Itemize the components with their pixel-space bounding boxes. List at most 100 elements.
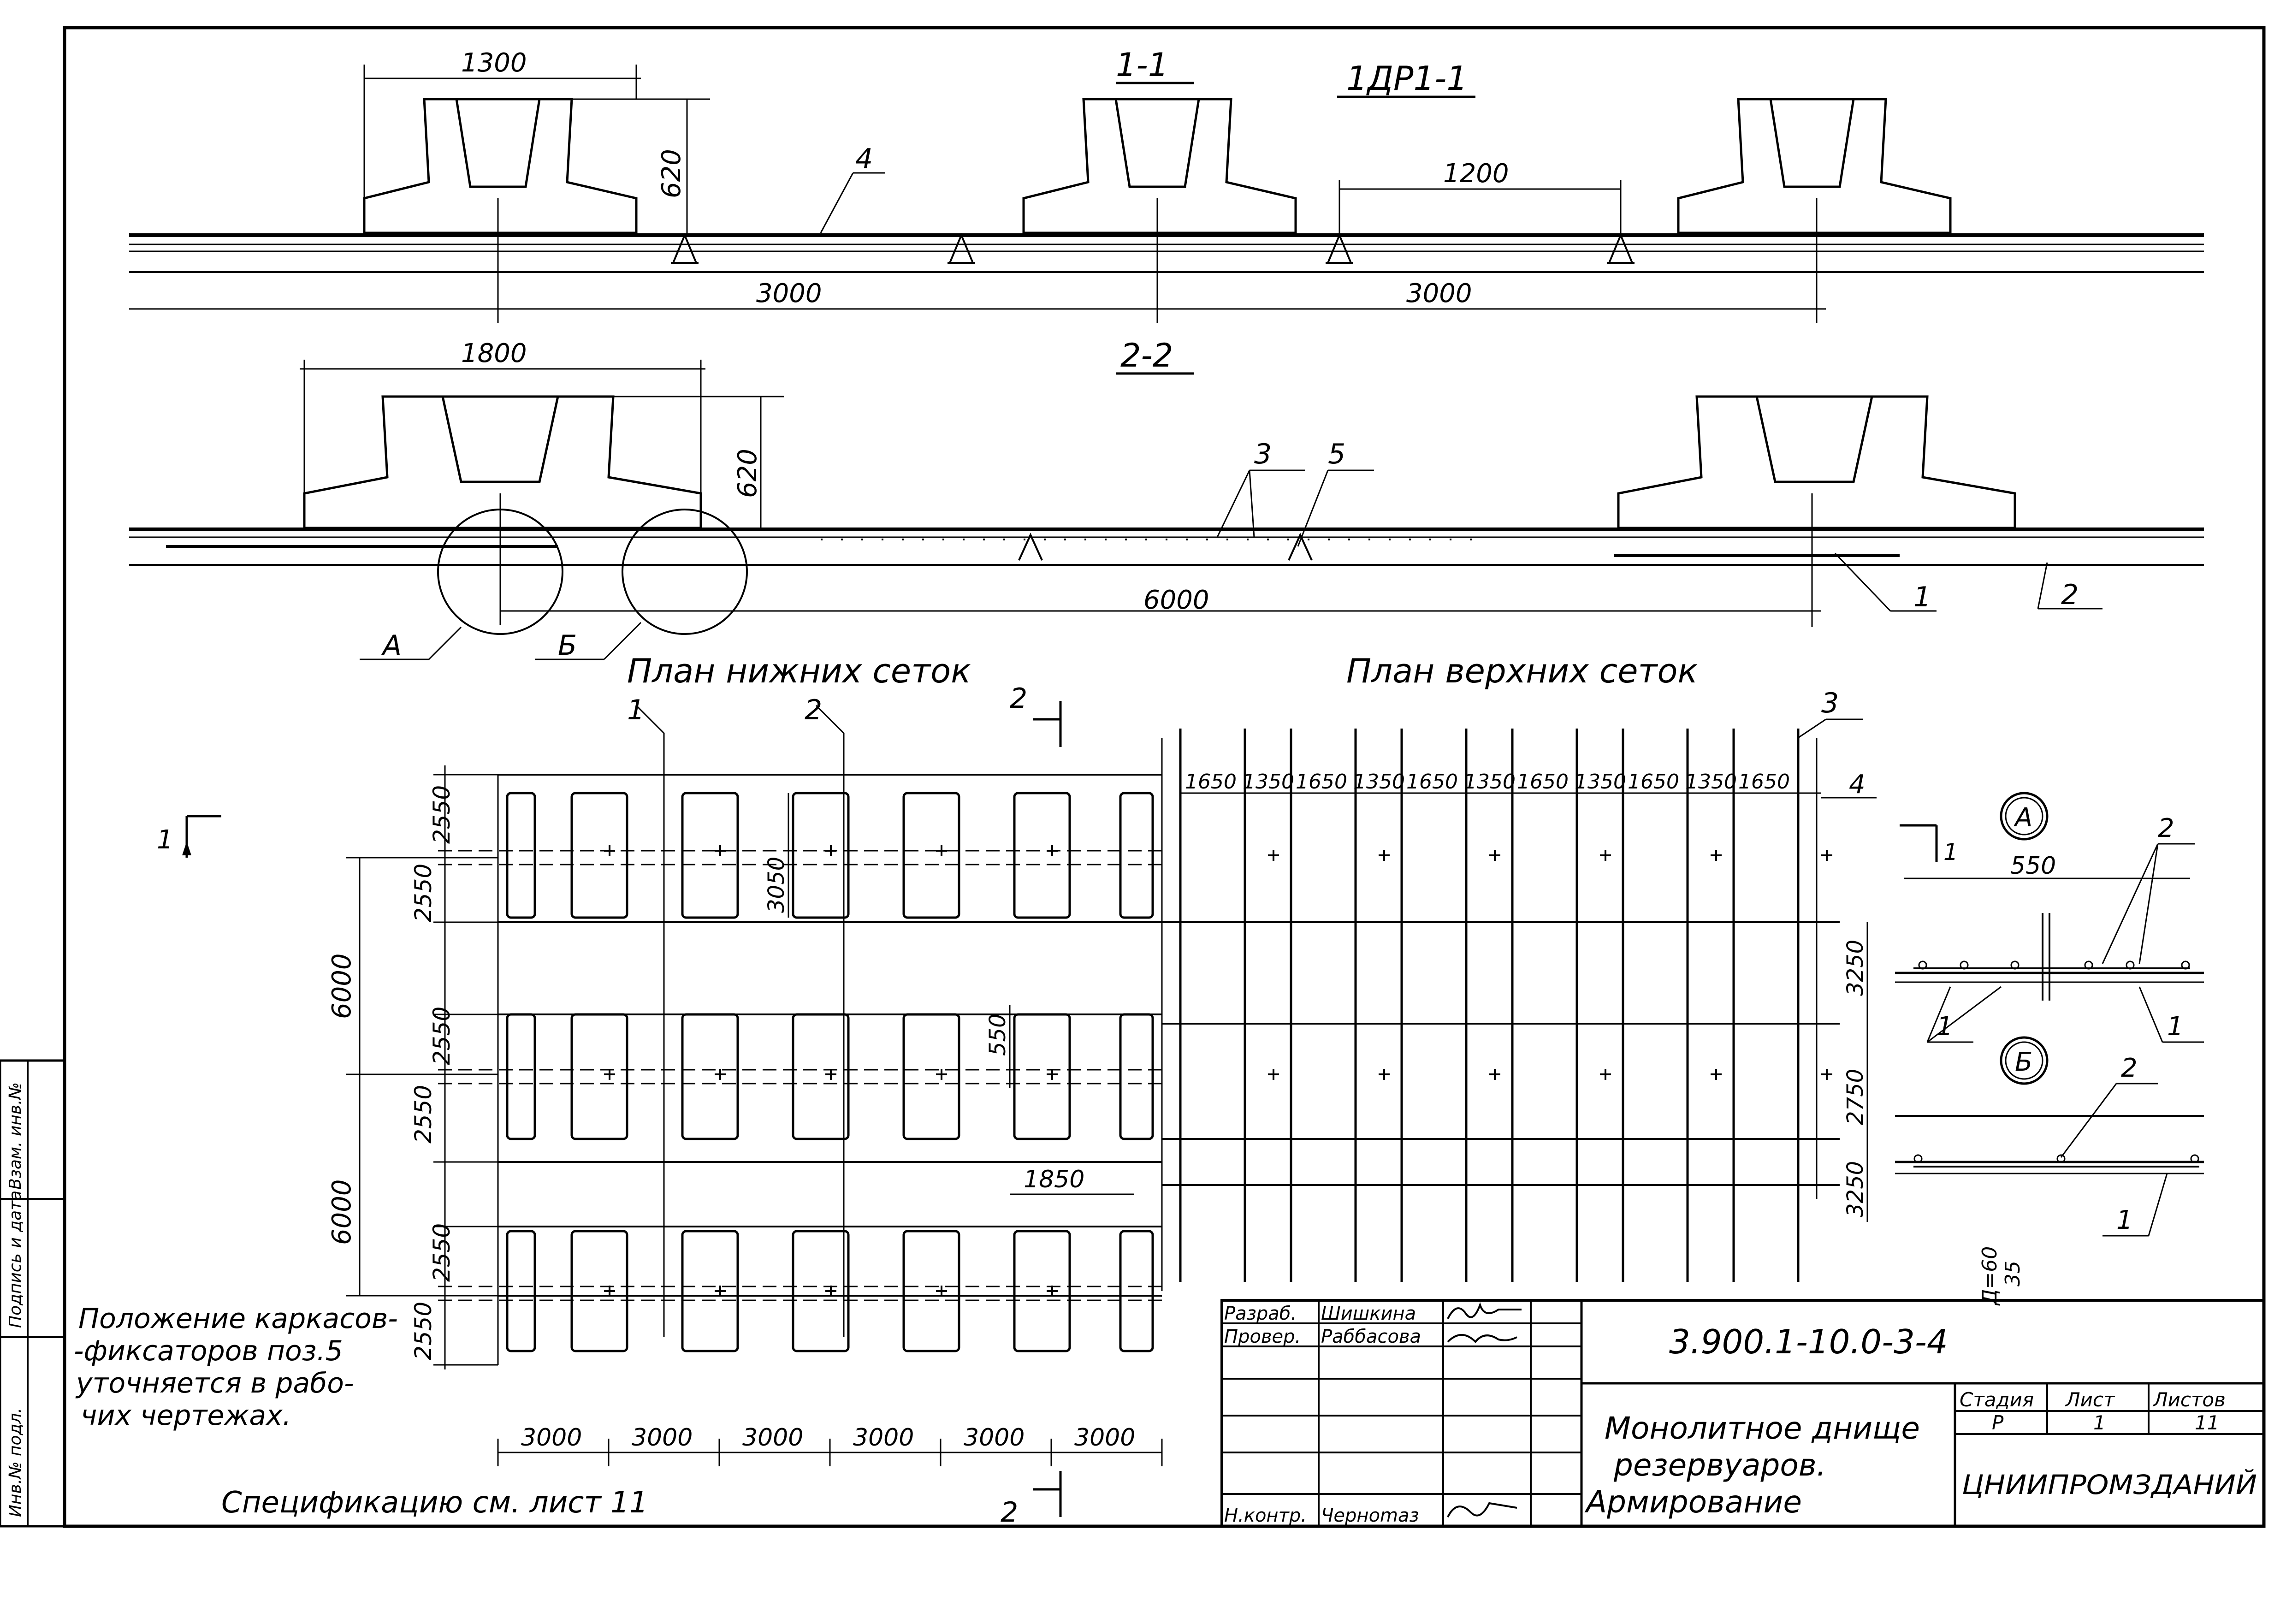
leader-1: 1 [1913, 581, 1931, 613]
strip-dim-1: 1650 [1185, 770, 1237, 794]
strip-dim-7: 1650 [1517, 770, 1569, 794]
col-dim-5: 3000 [964, 1424, 1025, 1452]
tb-stage: Р [1992, 1411, 2004, 1434]
dim-6000: 6000 [1143, 585, 1209, 615]
dim-1300: 1300 [461, 48, 527, 78]
dim-3000-b: 3000 [1406, 279, 1472, 308]
dim-1850: 1850 [1024, 1166, 1084, 1193]
cut-mark-bottom: 2 [1001, 1496, 1018, 1529]
col-dim-4: 3000 [853, 1424, 914, 1452]
cut-mark-top: 2 [1010, 682, 1027, 715]
strip-dim-2: 1350 [1243, 770, 1294, 794]
tb-org: ЦНИИПРОМЗДАНИЙ [1962, 1469, 2257, 1500]
strip-dim-11: 1650 [1738, 770, 1790, 794]
col-dim-6: 3000 [1074, 1424, 1135, 1452]
row-dim-3: 2550 [428, 1007, 455, 1065]
lower-mark-1: 1 [627, 694, 645, 726]
signature-2 [1447, 1334, 1517, 1343]
detail-A-section: 1 [1943, 839, 1958, 865]
tb-role-6: Н.контр. [1224, 1505, 1307, 1526]
dim-550-inner: 550 [985, 1014, 1011, 1056]
upper-mark-4: 4 [1849, 770, 1866, 800]
tb-sheet-header: Лист [2065, 1388, 2115, 1411]
row-dim-6: 2550 [410, 1302, 437, 1360]
detail-A-mark-1a: 1 [1937, 1012, 1953, 1042]
stamp-inv-label: Инв.№ подл. [6, 1408, 25, 1517]
row-dim-5: 2550 [428, 1223, 455, 1282]
tb-name-1: Шишкина [1321, 1303, 1416, 1324]
strip-dim-8: 1350 [1575, 770, 1626, 794]
tb-name-line-2: резервуаров. [1613, 1447, 1826, 1483]
lower-mesh-plan: План нижних сеток [157, 652, 1167, 1529]
strip-dim-10: 1350 [1685, 770, 1737, 794]
dim-620-b: 620 [733, 449, 763, 498]
strip-dim-4: 1350 [1353, 770, 1405, 794]
row-dim-2: 2550 [410, 864, 437, 922]
tb-name-6: Черноmaз [1321, 1505, 1419, 1526]
strip-dim-3: 1650 [1296, 770, 1347, 794]
detail-A-label: А [2014, 803, 2032, 833]
title-block: Разраб. Шишкина Провер. Раббасова Н.конт… [1220, 1299, 2265, 1528]
upper-mark-3: 3 [1821, 687, 1839, 719]
lower-plan-title: План нижних сеток [627, 652, 971, 690]
dim-d60: Д=60 [1978, 1246, 2002, 1306]
section-1-1-mark: 1ДР1-1 [1346, 59, 1468, 98]
detail-B-mark-1: 1 [2116, 1205, 2133, 1235]
tb-role-2: Провер. [1224, 1326, 1301, 1347]
detail-B-mark-2: 2 [2121, 1053, 2138, 1083]
tb-name-line-3: Армирование [1584, 1484, 1802, 1520]
section-2-2: 2-2 1800 620 6000 [129, 337, 2204, 662]
dim-6000-v1: 6000 [327, 953, 357, 1019]
dim-1200: 1200 [1443, 159, 1509, 189]
strip-dim-6: 1350 [1464, 770, 1516, 794]
leader-B: Б [558, 629, 577, 662]
detail-A-mark-1b: 1 [2167, 1012, 2184, 1042]
section-mark-1: 1 [157, 825, 173, 855]
detail-B-dim: 35 [2001, 1261, 2025, 1286]
tb-name-line-1: Монолитное днище [1605, 1411, 1920, 1446]
stamp-replace-label: Взам. инв.№ [6, 1082, 25, 1190]
dim-3250-a: 3250 [1842, 940, 1868, 996]
dim-620-a: 620 [657, 149, 687, 198]
upper-mesh-plan: План верхних сеток [1161, 652, 1877, 1291]
note-line-4: чих чертежах. [81, 1399, 291, 1432]
leader-2: 2 [2061, 579, 2079, 611]
signature-1 [1447, 1302, 1522, 1319]
stamp-sign-label: Подпись и дата [6, 1191, 25, 1328]
lower-mark-2: 2 [805, 694, 822, 726]
note-line-1: Положение каркасов- [78, 1303, 398, 1335]
row-dim-1: 2550 [428, 785, 455, 844]
dim-3000-a: 3000 [756, 279, 822, 308]
row-dim-4: 2550 [410, 1085, 437, 1144]
dim-3050: 3050 [764, 857, 789, 913]
col-dim-3: 3000 [742, 1424, 803, 1452]
col-dim-1: 3000 [521, 1424, 582, 1452]
tb-code: 3.900.1-10.0-3-4 [1669, 1322, 1948, 1361]
tb-stage-header: Стадия [1960, 1388, 2034, 1411]
note-line-2: -фиксаторов поз.5 [74, 1335, 343, 1367]
detail-B-label: Б [2015, 1047, 2032, 1077]
note-line-3: уточняется в рабо- [75, 1367, 354, 1399]
dim-3250-b: 3250 [1842, 1161, 1868, 1217]
spec-reference: Спецификацию см. лист 11 [221, 1486, 648, 1520]
dim-1800: 1800 [461, 338, 527, 368]
leader-A: А [381, 629, 402, 662]
section-1-1: 1-1 1ДР1-1 1300 620 [129, 46, 2204, 323]
tb-sheet: 1 [2093, 1411, 2106, 1434]
col-dim-2: 3000 [632, 1424, 693, 1452]
upper-plan-title: План верхних сеток [1346, 652, 1698, 690]
strip-dim-9: 1650 [1628, 770, 1679, 794]
sheet-frame: Инв.№ подл. Подпись и дата Взам. инв.№ [0, 26, 2266, 1528]
tb-sheets: 11 [2195, 1411, 2219, 1434]
tb-role-1: Разраб. [1224, 1303, 1297, 1324]
detail-B: Б 2 1 Д=60 35 [1895, 1036, 2204, 1306]
section-1-1-title: 1-1 [1116, 46, 1168, 84]
leader-4: 4 [855, 143, 873, 175]
strip-dim-5: 1650 [1406, 770, 1458, 794]
dim-2750: 2750 [1842, 1069, 1868, 1125]
tb-sheets-header: Листов [2152, 1388, 2226, 1411]
tb-name-2: Раббасова [1321, 1326, 1421, 1347]
signature-3 [1447, 1502, 1517, 1517]
leader-3: 3 [1254, 438, 1272, 470]
